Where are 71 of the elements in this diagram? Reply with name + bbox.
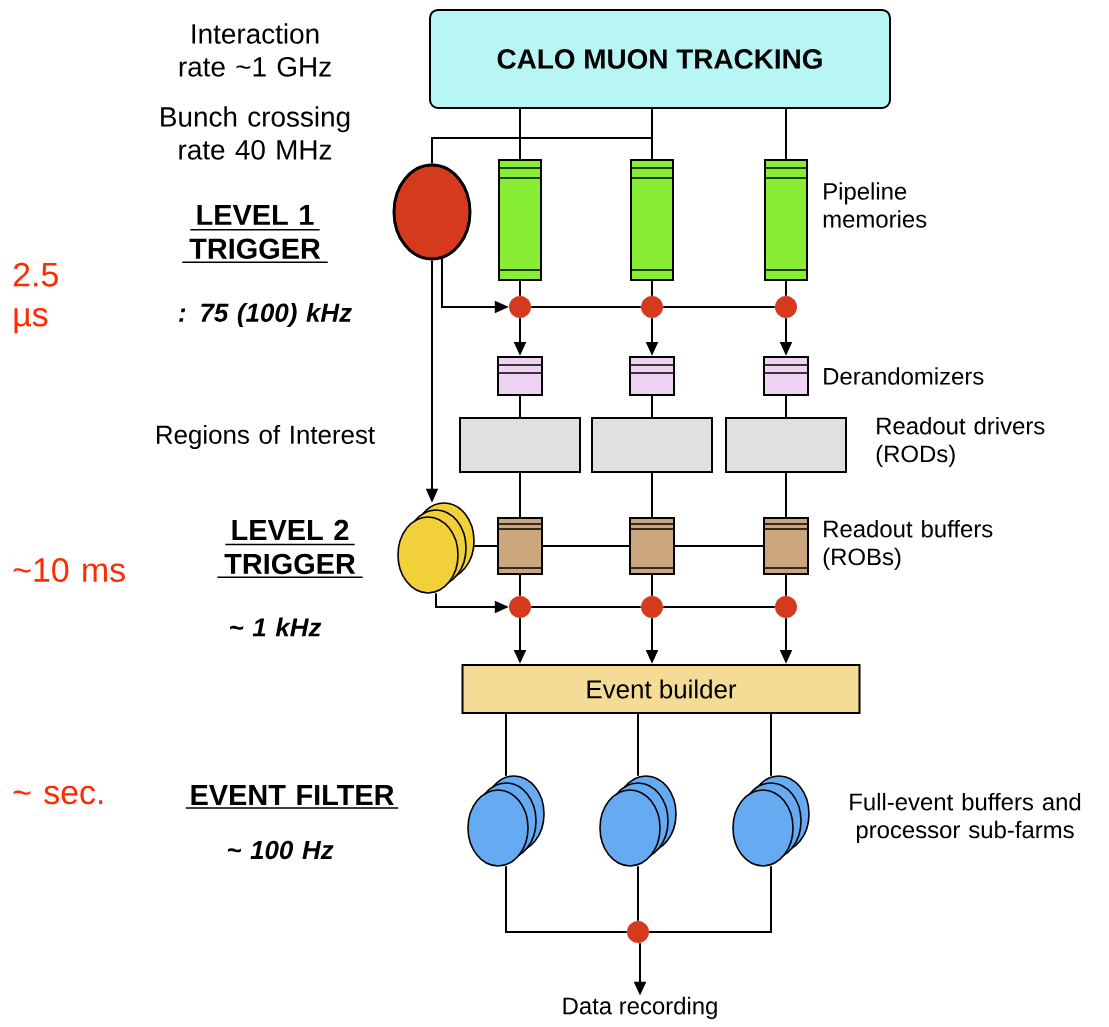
text-label: Readout buffers (ROBs) (823, 519, 993, 571)
connector-line (519, 574, 521, 597)
buffer-box (763, 356, 809, 396)
connector-line (785, 280, 787, 297)
rate-label: ~ 1 kHz (230, 617, 322, 637)
junction-dot (775, 296, 797, 318)
connector-line (519, 472, 521, 518)
heading: LEVEL 1 TRIGGER (181, 204, 329, 263)
connector-line (785, 395, 787, 418)
connector-line (651, 395, 653, 418)
trigger-circle (392, 163, 472, 261)
text-label: Regions of Interest (157, 424, 375, 450)
connector-line (651, 280, 653, 297)
buffer-box (497, 356, 543, 396)
text-label: Full-event buffers and processor sub-farms (850, 792, 1081, 844)
connector-line (651, 472, 653, 518)
connector-line (662, 306, 776, 308)
junction-dot (627, 921, 649, 943)
text-label: Interaction rate ~1 GHz (179, 23, 331, 77)
memory-bar (498, 159, 542, 281)
rate-label: ~ 100 Hz (227, 840, 334, 860)
driver-box (725, 417, 847, 473)
connector-line (431, 108, 653, 165)
buffer-box (497, 517, 543, 575)
connector-line (519, 108, 521, 160)
connector-line (530, 606, 642, 608)
junction-dot (641, 596, 663, 618)
time-label: 2.5 µs (13, 262, 58, 334)
connector-line (473, 545, 498, 547)
memory-bar (764, 159, 808, 281)
time-label: ~10 ms (13, 558, 125, 582)
heading: LEVEL 2 TRIGGER (216, 519, 364, 579)
connector-line (542, 545, 630, 547)
connector-line (785, 574, 787, 597)
buffer-box (629, 517, 675, 575)
connector-line (505, 713, 507, 777)
buffer-box (629, 356, 675, 396)
junction-dot (509, 296, 531, 318)
driver-box (591, 417, 713, 473)
connector-line (530, 306, 642, 308)
detector-box: CALO MUON TRACKING (429, 9, 891, 109)
junction-dot (641, 296, 663, 318)
text-label: Readout drivers (RODs) (876, 416, 1045, 468)
connector-line (505, 865, 628, 933)
event-builder-box: Event builder (461, 664, 861, 714)
connector-line (519, 395, 521, 418)
memory-bar (630, 159, 674, 281)
connector-line (637, 713, 639, 777)
buffer-box (763, 517, 809, 575)
processor-stack (599, 775, 677, 867)
junction-dot (775, 596, 797, 618)
heading: EVENT FILTER (185, 785, 399, 809)
connector-line (674, 545, 764, 547)
connector-line (785, 108, 787, 160)
text-label: Derandomizers (824, 367, 984, 385)
trigger-stack (397, 502, 475, 594)
connector-line (651, 574, 653, 597)
connector-line (662, 606, 776, 608)
connector-line (770, 713, 772, 777)
time-label: ~ sec. (13, 785, 103, 805)
connector-line (519, 280, 521, 297)
connector-line (637, 865, 639, 922)
text-label: Bunch crossing rate 40 MHz (161, 106, 350, 160)
connector-line (648, 865, 772, 933)
processor-stack (732, 775, 810, 867)
connector-line (785, 472, 787, 518)
output-label: Data recording (563, 996, 717, 1020)
processor-stack (467, 775, 545, 867)
junction-dot (509, 596, 531, 618)
driver-box (459, 417, 581, 473)
rate-label: : 75 (100) kHz (179, 302, 352, 328)
